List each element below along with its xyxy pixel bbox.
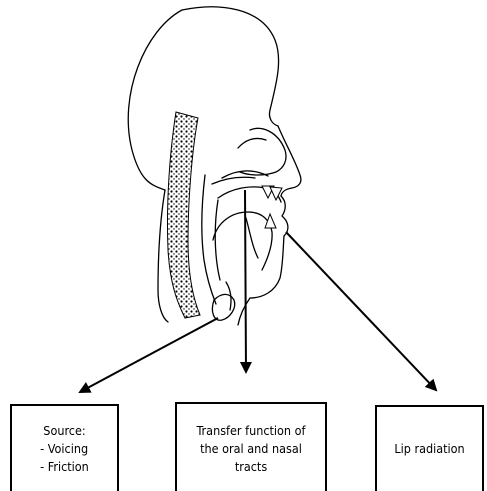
source-item-friction: - Friction	[40, 458, 89, 476]
arrows	[80, 190, 436, 392]
transfer-line-3: tracts	[235, 458, 267, 476]
source-item-voicing: - Voicing	[40, 440, 89, 458]
lip-arrow	[286, 232, 436, 390]
source-title: Source:	[40, 422, 89, 440]
spine	[167, 112, 200, 318]
transfer-function-box: Transfer function of the oral and nasal …	[175, 402, 327, 491]
source-box: Source: - Voicing - Friction	[10, 404, 119, 491]
transfer-line-1: Transfer function of	[197, 422, 306, 440]
head-outline	[128, 7, 301, 325]
lip-radiation-label: Lip radiation	[394, 440, 464, 458]
lip-radiation-box: Lip radiation	[375, 405, 484, 491]
transfer-arrow	[245, 190, 246, 372]
transfer-line-2: the oral and nasal	[200, 440, 302, 458]
teeth	[262, 186, 282, 228]
source-arrow	[80, 318, 218, 392]
